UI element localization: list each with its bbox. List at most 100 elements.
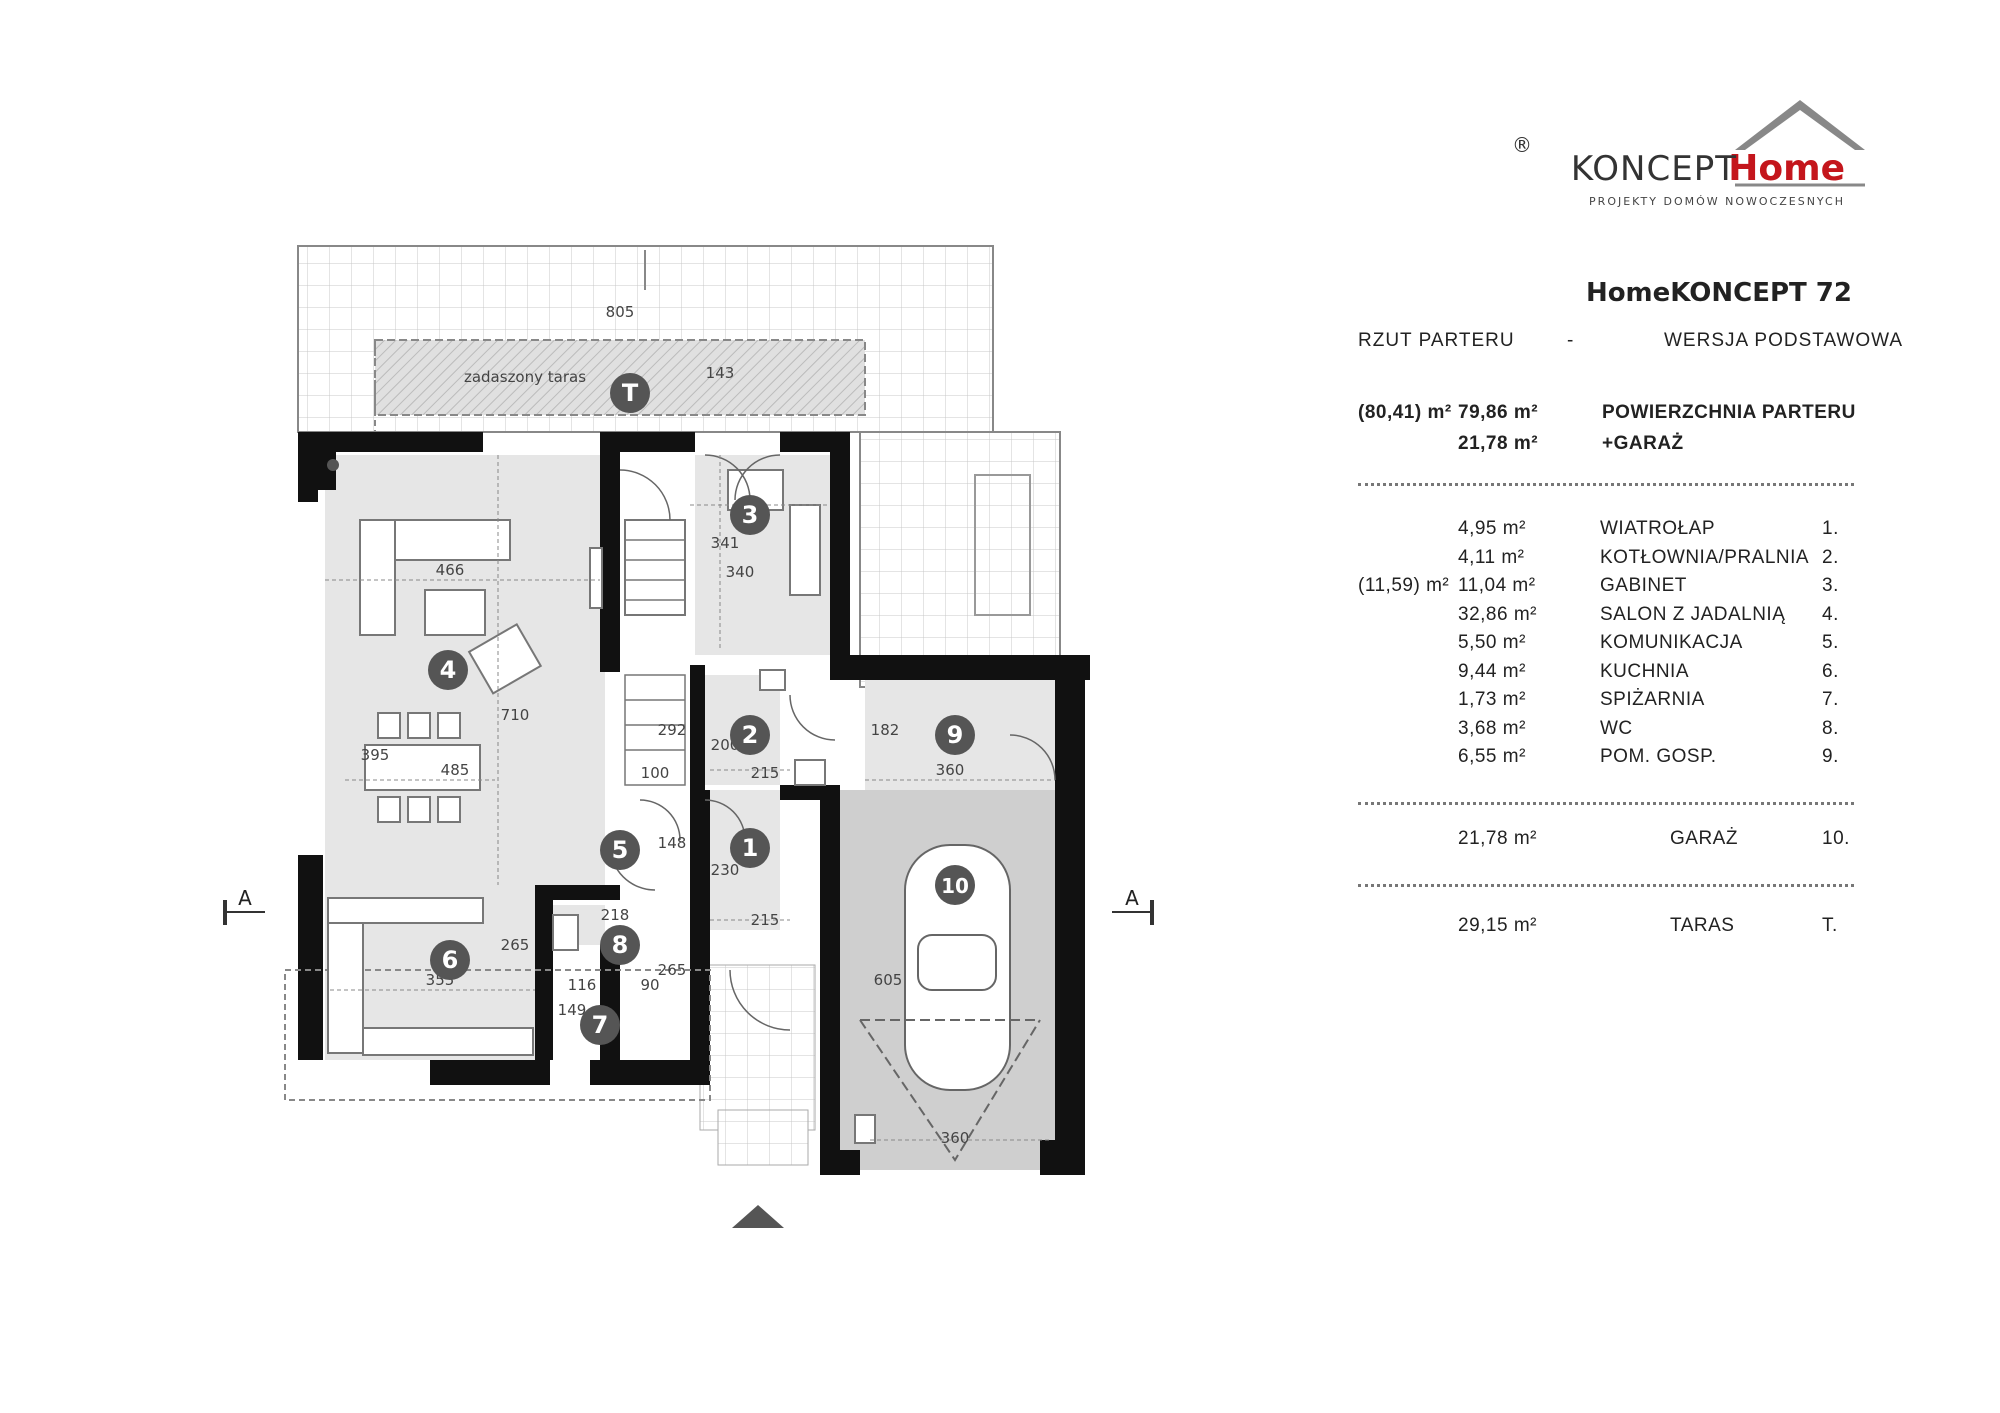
dim-pantry-b-width: 90: [640, 976, 659, 994]
dim-terrace-width: 805: [606, 303, 635, 321]
project-version: WERSJA PODSTAWOWA: [1664, 330, 1904, 351]
room-marker-7: 7: [580, 1005, 620, 1045]
section-label-left: A: [238, 886, 252, 910]
room-marker-4: 4: [428, 650, 468, 690]
room-name: WIATROŁAP: [1600, 518, 1715, 539]
terrace-label: zadaszony taras: [464, 368, 586, 386]
room-name: KUCHNIA: [1600, 660, 1690, 682]
project-view: RZUT PARTERU: [1358, 330, 1515, 351]
dim-stair-width: 100: [641, 764, 670, 782]
room-name: KOMUNIKACJA: [1600, 632, 1743, 653]
room-marker-8: 8: [600, 925, 640, 965]
project-separator: -: [1567, 330, 1575, 351]
dim-utility-width: 360: [936, 761, 965, 779]
svg-text:1: 1: [742, 834, 759, 862]
room-no: 2.: [1822, 546, 1839, 568]
terrace-name: TARAS: [1670, 915, 1735, 936]
entrance-arrow-icon: [732, 1205, 784, 1228]
house-roof-icon: [1735, 100, 1865, 150]
room-marker-9: 9: [935, 715, 975, 755]
room-name: KOTŁOWNIA/PRALNIA: [1600, 546, 1810, 568]
logo-tagline: PROJEKTY DOMÓW NOWOCZESNYCH: [1589, 195, 1845, 208]
room-no: 6.: [1822, 660, 1839, 682]
room-marker-10: 10: [935, 865, 975, 905]
room-alt: (11,59) m²: [1358, 575, 1450, 596]
coffee-table: [424, 589, 486, 636]
dim-vestibule-width: 215: [751, 911, 780, 929]
room-no: 5.: [1822, 632, 1839, 653]
room-name: GABINET: [1600, 575, 1687, 596]
terrace-no: T.: [1822, 915, 1838, 936]
divider: [1358, 802, 1854, 805]
terrace-area: 29,15 m²: [1458, 915, 1537, 936]
svg-text:7: 7: [592, 1011, 609, 1039]
logo-brand-rest: KONCEPT: [1571, 149, 1737, 189]
divider: [1358, 483, 1854, 486]
total-label-garage: +GARAŻ: [1602, 433, 1684, 454]
room-area: 3,68 m²: [1458, 717, 1526, 739]
dim-salon-width: 466: [436, 561, 465, 579]
dim-garage-width: 360: [941, 1129, 970, 1147]
room-area: 11,04 m²: [1458, 575, 1536, 596]
dim-dining-depth: 395: [361, 746, 390, 764]
room-marker-3: 3: [730, 495, 770, 535]
room-no: 3.: [1822, 575, 1839, 596]
garage-area: 21,78 m²: [1458, 828, 1537, 849]
logo-registered: ®: [1512, 133, 1532, 157]
dim-vestibule-depth: 230: [711, 861, 740, 879]
dim-boiler-width: 215: [751, 764, 780, 782]
garage-name: GARAŻ: [1670, 828, 1738, 849]
room-area: 6,55 m²: [1458, 746, 1526, 767]
room-name: POM. GOSP.: [1600, 746, 1717, 767]
furniture: [327, 469, 876, 1144]
svg-text:Home: Home: [1728, 148, 1845, 189]
dim-wc-width: 218: [601, 906, 630, 924]
section-label-right: A: [1125, 886, 1139, 910]
logo: Home KONCEPT ® PROJEKTY DOMÓW NOWOCZESNY…: [1512, 100, 1865, 208]
dim-hall-depth: 148: [658, 834, 687, 852]
room-area: 32,86 m²: [1458, 603, 1537, 625]
total-label-ground: POWIERZCHNIA PARTERU: [1602, 402, 1856, 423]
dim-office-depth: 341: [711, 534, 740, 552]
dim-pantry-width: 116: [568, 976, 597, 994]
dim-kitchen-depth: 265: [501, 936, 530, 954]
room-marker-t: T: [610, 373, 650, 413]
dim-office-width: 340: [726, 563, 755, 581]
dim-pantry-b-depth: 265: [658, 961, 687, 979]
stairs: [624, 519, 686, 786]
room-marker-5: 5: [600, 830, 640, 870]
svg-text:3: 3: [742, 501, 759, 529]
room-area: 4,11 m²: [1458, 546, 1525, 568]
dim-stair-depth: 292: [658, 721, 687, 739]
total-area-ground: 79,86 m²: [1458, 402, 1539, 423]
dim-pantry-depth: 149: [558, 1001, 587, 1019]
svg-text:10: 10: [941, 874, 969, 898]
svg-text:4: 4: [440, 656, 457, 684]
dim-utility-depth: 182: [871, 721, 900, 739]
logo-brand-bold: Home: [1728, 148, 1845, 189]
terrace: [297, 245, 1061, 688]
total-area-garage: 21,78 m²: [1458, 433, 1539, 454]
svg-text:8: 8: [612, 931, 629, 959]
dimension-lines: [325, 455, 1055, 1141]
svg-text:6: 6: [442, 946, 459, 974]
room-no: 9.: [1822, 746, 1839, 767]
room-no: 4.: [1822, 603, 1839, 625]
svg-text:5: 5: [612, 836, 629, 864]
dim-garage-depth: 605: [874, 971, 903, 989]
room-area: 5,50 m²: [1458, 632, 1526, 653]
room-area: 4,95 m²: [1458, 518, 1526, 539]
svg-text:2: 2: [742, 721, 759, 749]
room-markers: 1 2 3 4 5 6 7 8 9 10 T: [428, 373, 975, 1045]
room-name: SALON Z JADALNIĄ: [1600, 603, 1786, 625]
dining-table: [364, 744, 481, 791]
dim-terrace-depth: 143: [706, 364, 735, 382]
room-no: 7.: [1822, 689, 1839, 710]
dimension-labels: 805 143 466 710 485 395 341 340 200 215 …: [361, 303, 970, 1147]
dim-salon-depth: 710: [501, 706, 530, 724]
armchair: [467, 622, 543, 695]
room-area: 9,44 m²: [1458, 660, 1526, 682]
room-name: SPIŻARNIA: [1600, 689, 1705, 710]
svg-text:T: T: [622, 379, 639, 407]
